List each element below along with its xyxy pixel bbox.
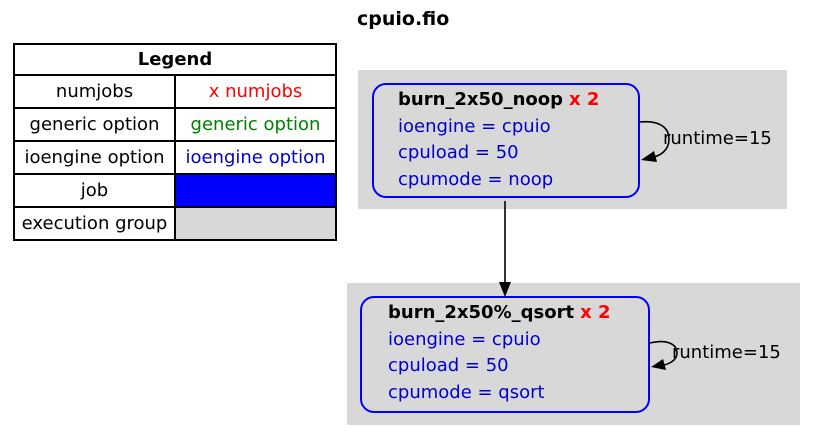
job-option-cpumode: cpumode = qsort [388,381,545,403]
legend-row-execution-group: execution group [13,206,337,241]
legend-table: Legend numjobs x numjobs generic option … [13,43,337,241]
job-option-cpumode: cpumode = noop [398,168,554,190]
legend-swatch-execution-group [174,206,337,241]
legend-swatch-job [174,173,337,208]
runtime-label-2: runtime=15 [672,342,781,363]
legend-sample-generic-option: generic option [174,107,337,142]
legend-label-generic-option: generic option [13,107,176,142]
job-option-ioengine: ioengine = cpuio [388,328,541,350]
diagram-title: cpuio.fio [357,8,450,30]
legend-header: Legend [13,43,337,76]
job-option-cpuload: cpuload = 50 [398,142,519,163]
job-option-cpuload: cpuload = 50 [388,355,509,376]
numjobs-multiplier: x 2 [580,302,611,323]
legend-label-job: job [13,173,176,208]
legend-row-ioengine-option: ioengine option ioengine option [13,140,337,175]
legend-sample-ioengine-option: ioengine option [174,140,337,175]
numjobs-multiplier: x 2 [569,89,600,110]
legend-label-execution-group: execution group [13,206,176,241]
legend-sample-numjobs: x numjobs [174,74,337,109]
execution-group-2 [347,283,800,425]
legend-row-generic-option: generic option generic option [13,107,337,142]
runtime-label-1: runtime=15 [663,128,772,149]
job-option-ioengine: ioengine = cpuio [398,115,551,137]
legend-row-numjobs: numjobs x numjobs [13,74,337,109]
job-name: burn_2x50%_qsort [388,302,575,323]
job-name: burn_2x50_noop [398,89,564,110]
legend-row-job: job [13,173,337,208]
execution-group-1 [358,70,787,209]
legend-label-ioengine-option: ioengine option [13,140,176,175]
legend-header-row: Legend [13,43,337,76]
legend-label-numjobs: numjobs [13,74,176,109]
